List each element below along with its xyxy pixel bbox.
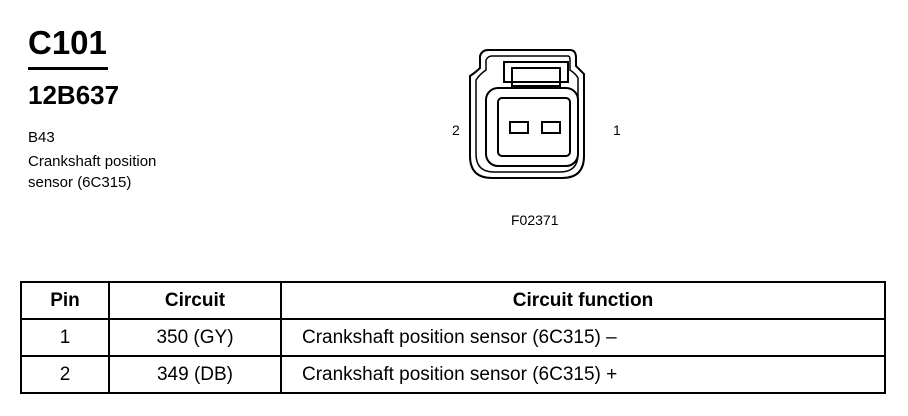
pin-table: Pin Circuit Circuit function 1 350 (GY) … (20, 281, 886, 394)
terminal-pin-1 (541, 121, 561, 134)
connector-id-underline (28, 67, 108, 70)
component-code: B43 (28, 129, 55, 146)
cell-circuit: 349 (DB) (108, 355, 282, 394)
latch-inner (511, 67, 561, 87)
latch-outer (503, 61, 569, 83)
header-pin: Pin (20, 281, 110, 320)
connector-id: C101 (28, 24, 107, 61)
table-row: 1 350 (GY) Crankshaft position sensor (6… (20, 318, 886, 357)
cell-circuit-function: Crankshaft position sensor (6C315) – (280, 318, 886, 357)
cell-pin: 1 (20, 318, 110, 357)
header-circuit-function: Circuit function (280, 281, 886, 320)
component-description: Crankshaft position sensor (6C315) (28, 153, 157, 191)
cell-circuit: 350 (GY) (108, 318, 282, 357)
figure-id: F02371 (511, 212, 559, 228)
terminal-pin-2 (509, 121, 529, 134)
part-number: 12B637 (28, 80, 120, 110)
connector-outer-shell (469, 49, 585, 179)
connector-face-diagram (469, 49, 585, 179)
table-header-row: Pin Circuit Circuit function (20, 281, 886, 320)
connector-inner-shell (475, 55, 579, 173)
cell-pin: 2 (20, 355, 110, 394)
cavity-outer (485, 87, 579, 167)
table-row: 2 349 (DB) Crankshaft position sensor (6… (20, 355, 886, 394)
pin-label-left: 2 (452, 122, 460, 138)
pin-label-right: 1 (613, 122, 621, 138)
header-circuit: Circuit (108, 281, 282, 320)
cavity-inner (497, 97, 571, 157)
cell-circuit-function: Crankshaft position sensor (6C315) + (280, 355, 886, 394)
